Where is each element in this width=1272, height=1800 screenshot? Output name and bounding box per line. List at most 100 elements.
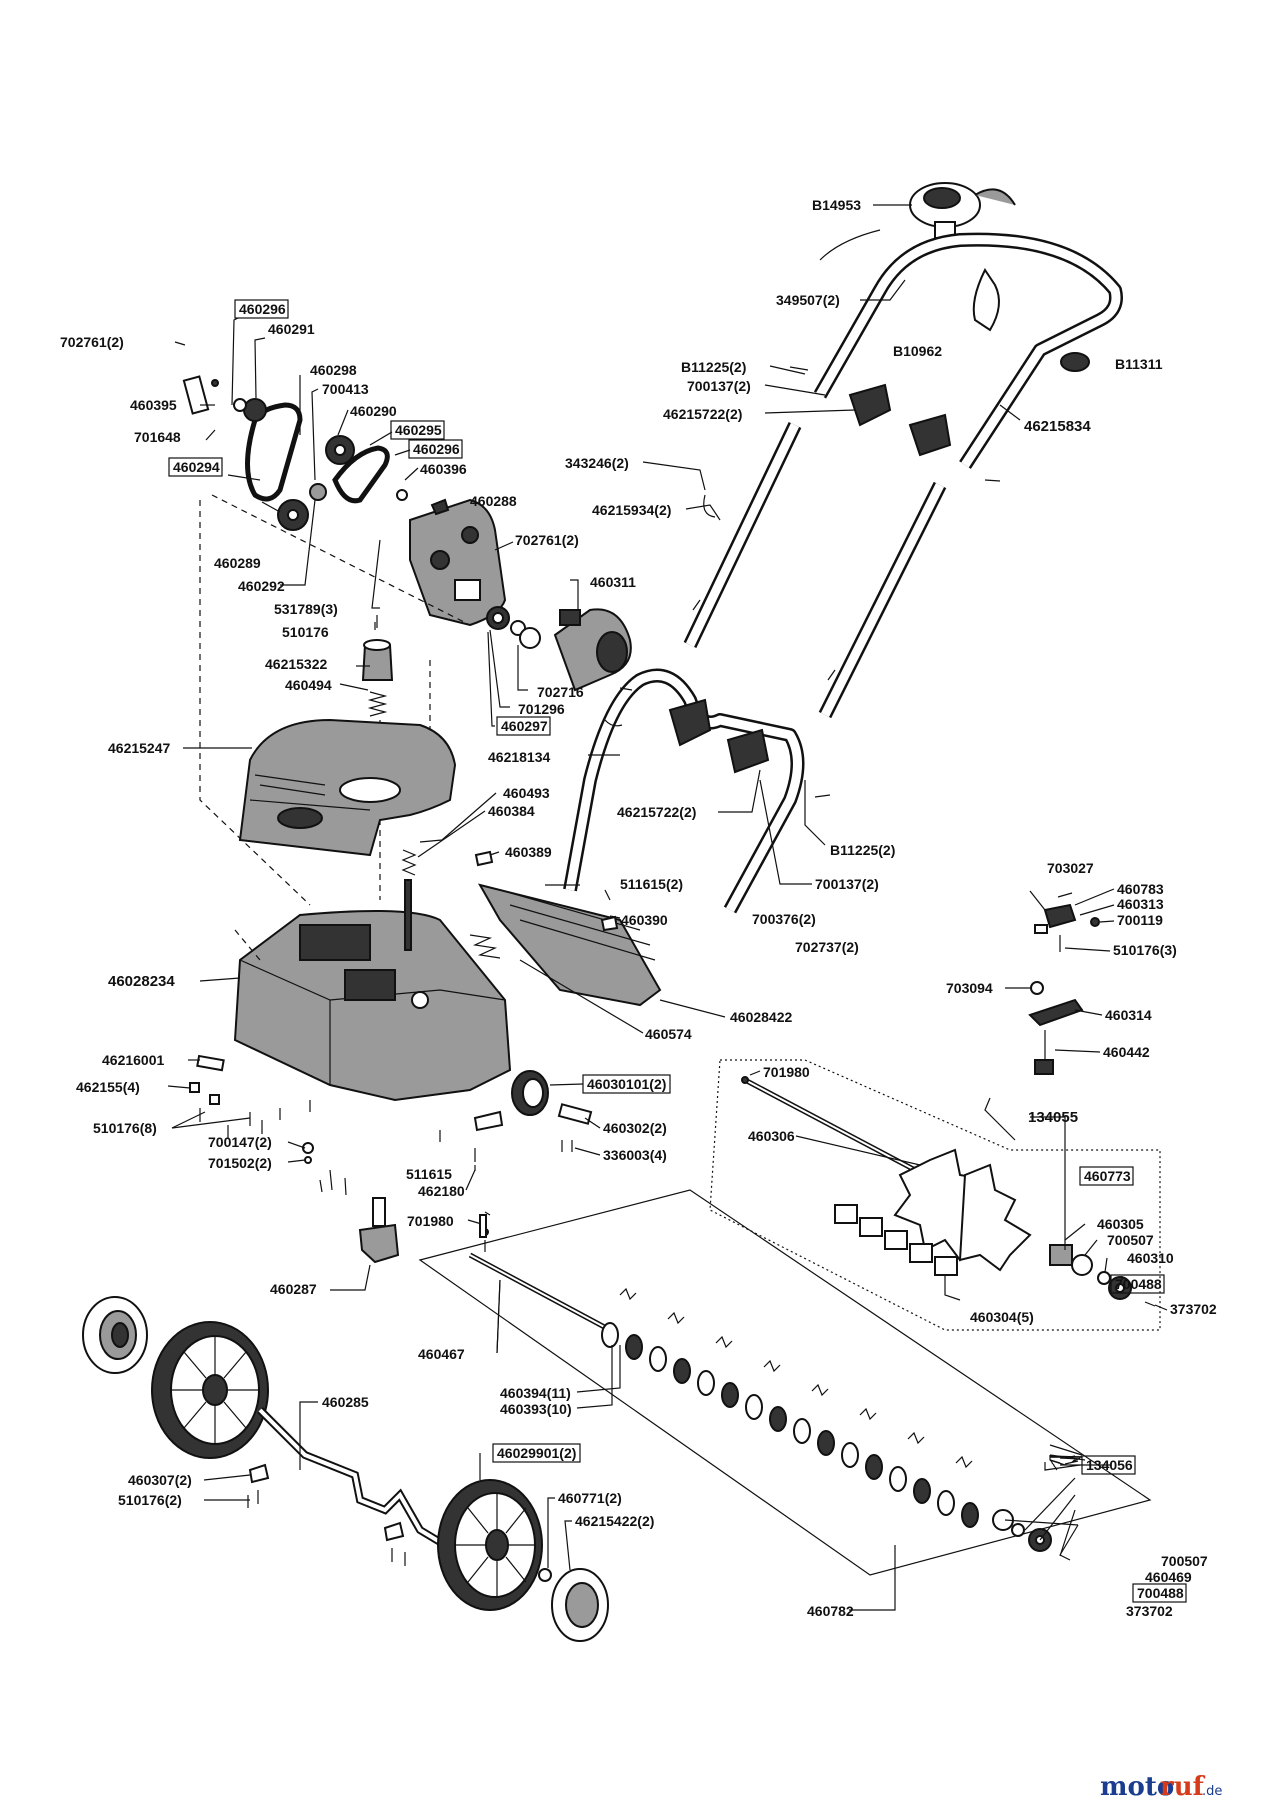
label-700488-a: 700488 (1115, 1276, 1162, 1292)
tine-spring (955, 1455, 973, 1469)
label-46215247: 46215247 (108, 740, 171, 756)
label-343246: 343246(2) (565, 455, 629, 471)
label-373702-b: 373702 (1126, 1603, 1173, 1619)
gear-belt-assembly (174, 317, 632, 906)
label-46215934: 46215934(2) (592, 502, 671, 518)
label-460469: 460469 (1145, 1569, 1192, 1585)
label-511615-a: 511615(2) (620, 876, 683, 892)
label-702716: 702716 (537, 684, 584, 700)
handle-assembly (563, 182, 1123, 914)
label-460574: 460574 (645, 1026, 692, 1042)
tine-spring (619, 1287, 637, 1301)
tine-disc (649, 1346, 667, 1372)
tine-disc (745, 1394, 763, 1420)
label-46215834: 46215834 (1024, 418, 1091, 435)
label-460782: 460782 (807, 1603, 854, 1619)
label-460302: 460302(2) (603, 1120, 667, 1136)
shaft-460493 (404, 879, 412, 951)
label-349507: 349507(2) (776, 292, 840, 308)
tine-disc (841, 1442, 859, 1468)
label-46215422: 46215422(2) (575, 1513, 654, 1529)
label-510176-b: 510176(3) (1113, 942, 1177, 958)
tine-disc (721, 1382, 739, 1408)
tine-spring (859, 1407, 877, 1421)
label-460442: 460442 (1103, 1044, 1150, 1060)
logo-suffix: .de (1202, 1784, 1222, 1799)
label-462180: 462180 (418, 1183, 465, 1199)
label-460390: 460390 (621, 912, 668, 928)
tine-spring (763, 1359, 781, 1373)
label-510176-c: 510176(8) (93, 1120, 157, 1136)
label-701296: 701296 (518, 701, 565, 717)
wheel-right-part (437, 1479, 543, 1611)
label-460773: 460773 (1084, 1168, 1131, 1184)
label-B10962: B10962 (893, 343, 942, 359)
tine-disc (769, 1406, 787, 1432)
label-531789: 531789(3) (274, 601, 338, 617)
label-373702-a: 373702 (1170, 1301, 1217, 1317)
motor-part (553, 608, 632, 692)
label-460494: 460494 (285, 677, 332, 693)
tine-spring (907, 1431, 925, 1445)
label-460304: 460304(5) (970, 1309, 1034, 1325)
label-46028234: 46028234 (108, 973, 175, 990)
label-700376: 700376(2) (752, 911, 816, 927)
label-460289: 460289 (214, 555, 261, 571)
switch-box-part (819, 182, 1016, 261)
label-460313: 460313 (1117, 896, 1164, 912)
label-702737: 702737(2) (795, 939, 859, 955)
tine-disc (601, 1322, 619, 1348)
clamp-lower-left (668, 698, 712, 747)
label-460290: 460290 (350, 403, 397, 419)
tine-disc (793, 1418, 811, 1444)
frame-134056 (418, 1189, 1152, 1576)
label-box-460296a (234, 299, 289, 319)
label-460393: 460393(10) (500, 1401, 572, 1417)
tine-disc (889, 1466, 907, 1492)
label-460307: 460307(2) (128, 1472, 192, 1488)
label-460288: 460288 (470, 493, 517, 509)
label-B11225-top: B11225(2) (681, 359, 746, 375)
label-700413: 700413 (322, 381, 369, 397)
label-460285: 460285 (322, 1394, 369, 1410)
label-460310: 460310 (1127, 1250, 1174, 1266)
knob-part (1060, 352, 1090, 372)
label-460771: 460771(2) (558, 1490, 622, 1506)
label-46030101: 46030101(2) (587, 1076, 666, 1092)
label-336003: 336003(4) (603, 1147, 667, 1163)
belt-large (245, 402, 303, 502)
label-460292: 460292 (238, 578, 285, 594)
label-134055: 134055 (1028, 1109, 1078, 1126)
clamp-upper-left (848, 383, 892, 427)
housing-assembly (167, 718, 726, 1291)
label-box-46030101 (582, 1074, 671, 1094)
deck-part (233, 910, 512, 1102)
label-box-460297 (496, 716, 551, 736)
label-700119: 700119 (1117, 912, 1163, 928)
bracket-701648 (182, 375, 210, 415)
logo-part-ruf: ruf (1160, 1772, 1206, 1800)
gear-460292 (309, 483, 327, 501)
tine-disc (673, 1358, 691, 1384)
label-460394: 460394(11) (500, 1385, 571, 1401)
axle-460302 (557, 1103, 593, 1125)
label-460294: 460294 (173, 459, 220, 475)
hubcap-right-part (551, 1568, 609, 1642)
tine-disc (961, 1502, 979, 1528)
label-700507-a: 700507 (1107, 1232, 1154, 1248)
roller-134056-assembly (418, 1189, 1152, 1611)
label-462155: 462155(4) (76, 1079, 140, 1095)
tine-disc (817, 1430, 835, 1456)
label-460306: 460306 (748, 1128, 795, 1144)
label-46215722-b: 46215722(2) (617, 804, 696, 820)
label-701980-a: 701980 (763, 1064, 810, 1080)
label-460297: 460297 (501, 718, 548, 734)
label-460298: 460298 (310, 362, 357, 378)
clamp-lower-right (726, 728, 770, 774)
label-703094: 703094 (946, 980, 993, 996)
tine-spring (667, 1311, 685, 1325)
label-box-460773 (1079, 1166, 1134, 1186)
label-box-460295 (390, 420, 445, 440)
label-46215722-top: 46215722(2) (663, 406, 742, 422)
